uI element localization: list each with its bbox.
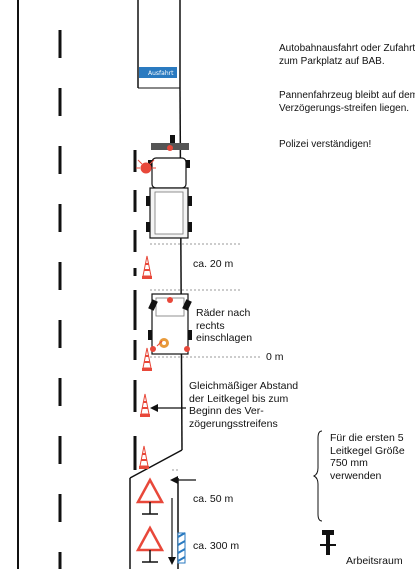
cone-4 bbox=[139, 445, 149, 469]
exit-sign: Ausfahrt bbox=[139, 67, 177, 78]
cones-label: Für die ersten 5 Leitkegel Größe 750 mm … bbox=[330, 432, 405, 482]
warning-triangle-50m bbox=[135, 477, 165, 515]
cone-2 bbox=[142, 347, 152, 371]
spacing-arrow bbox=[150, 404, 186, 412]
note-exit: Autobahnausfahrt oder Zufahrt zum Parkpl… bbox=[279, 43, 415, 67]
warning-triangle-300m bbox=[135, 525, 165, 563]
distance-0m-label: 0 m bbox=[266, 351, 284, 363]
tow-truck bbox=[146, 135, 192, 239]
flashing-light-top bbox=[136, 159, 156, 174]
spacing-label: Gleichmäßiger Abstand der Leitkegel bis … bbox=[189, 380, 299, 430]
taper-line bbox=[129, 449, 183, 479]
work-zone-label: Arbeitsraum bbox=[346, 555, 403, 567]
distance-300-arrow bbox=[168, 498, 176, 565]
striped-barrier-sign bbox=[177, 532, 186, 564]
note-vehicle: Pannenfahrzeug bleibt auf dem Verzögerun… bbox=[279, 90, 415, 114]
distance-50m-label: ca. 50 m bbox=[193, 493, 234, 505]
exit-sign-text: Ausfahrt bbox=[148, 70, 174, 77]
note-police: Polizei verständigen! bbox=[279, 139, 372, 150]
broken-down-vehicle bbox=[148, 293, 192, 355]
cones-arrow bbox=[170, 476, 196, 484]
distance-20m-label: ca. 20 m bbox=[193, 258, 234, 270]
distance-guides bbox=[150, 243, 262, 471]
cone-1 bbox=[142, 255, 152, 279]
work-zone-light-icon bbox=[320, 530, 336, 555]
shoulder-edge-right bbox=[179, 87, 183, 451]
wheels-label: Räder nach rechts einschlagen bbox=[196, 307, 253, 344]
traffic-cones bbox=[139, 255, 152, 469]
cone-3 bbox=[140, 393, 150, 417]
cones-bracket bbox=[312, 430, 323, 522]
distance-300m-label: ca. 300 m bbox=[193, 540, 240, 552]
